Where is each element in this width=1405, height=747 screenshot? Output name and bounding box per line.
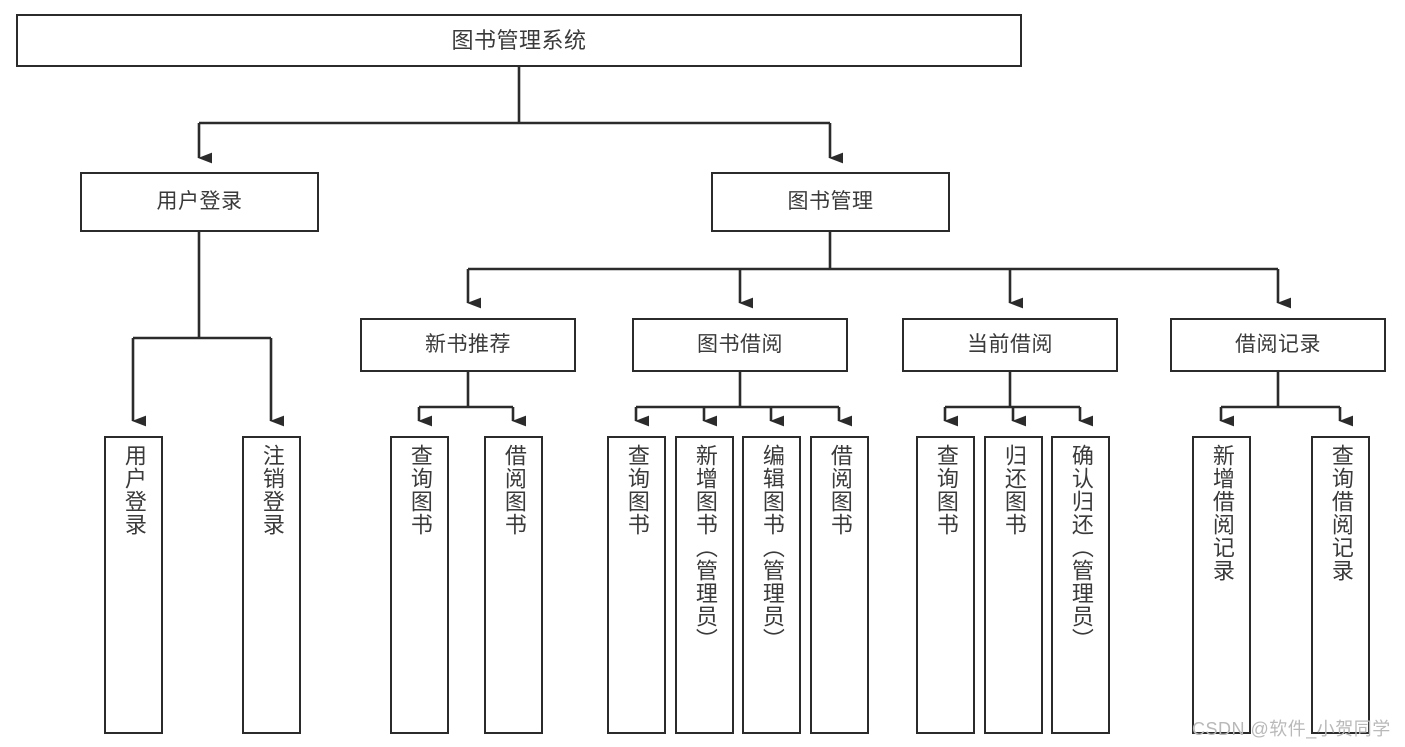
- leaf-label: 查询借阅记录: [1328, 444, 1354, 582]
- leaf-label: 查询图书: [407, 444, 433, 536]
- leaf-book-borrow-borrow[interactable]: 借阅图书: [810, 436, 869, 734]
- leaf-label: 查询图书: [933, 444, 959, 536]
- leaf-label: 借阅图书: [827, 444, 853, 536]
- leaf-label: 新增图书（管理员）: [692, 444, 718, 651]
- node-user-login-label: 用户登录: [156, 189, 243, 213]
- leaf-new-book-borrow[interactable]: 借阅图书: [484, 436, 543, 734]
- leaf-book-borrow-add[interactable]: 新增图书（管理员）: [675, 436, 734, 734]
- node-user-login[interactable]: 用户登录: [80, 172, 319, 232]
- leaf-label: 查询图书: [624, 444, 650, 536]
- leaf-new-book-query[interactable]: 查询图书: [390, 436, 449, 734]
- leaf-label: 确认归还（管理员）: [1068, 444, 1094, 651]
- leaf-book-borrow-query[interactable]: 查询图书: [607, 436, 666, 734]
- leaf-book-borrow-edit[interactable]: 编辑图书（管理员）: [742, 436, 801, 734]
- node-new-book-recommend[interactable]: 新书推荐: [360, 318, 576, 372]
- node-current-borrow-label: 当前借阅: [967, 332, 1053, 356]
- leaf-label: 注销登录: [259, 444, 285, 536]
- leaf-label: 归还图书: [1001, 444, 1027, 536]
- leaf-borrow-record-query[interactable]: 查询借阅记录: [1311, 436, 1370, 734]
- node-borrow-record[interactable]: 借阅记录: [1170, 318, 1386, 372]
- leaf-label: 借阅图书: [501, 444, 527, 536]
- leaf-label: 用户登录: [121, 444, 147, 536]
- node-root-book-management-system[interactable]: 图书管理系统: [16, 14, 1022, 67]
- node-current-borrow[interactable]: 当前借阅: [902, 318, 1118, 372]
- node-borrow-record-label: 借阅记录: [1235, 332, 1321, 356]
- leaf-label: 编辑图书（管理员）: [759, 444, 785, 651]
- node-root-label: 图书管理系统: [451, 27, 587, 53]
- leaf-user-login-logout[interactable]: 注销登录: [242, 436, 301, 734]
- node-book-management[interactable]: 图书管理: [711, 172, 950, 232]
- node-book-borrow[interactable]: 图书借阅: [632, 318, 848, 372]
- node-book-management-label: 图书管理: [787, 189, 874, 213]
- leaf-current-borrow-confirm-return[interactable]: 确认归还（管理员）: [1051, 436, 1110, 734]
- leaf-borrow-record-add[interactable]: 新增借阅记录: [1192, 436, 1251, 734]
- node-book-borrow-label: 图书借阅: [697, 332, 783, 356]
- leaf-current-borrow-query[interactable]: 查询图书: [916, 436, 975, 734]
- leaf-label: 新增借阅记录: [1209, 444, 1235, 582]
- node-new-book-recommend-label: 新书推荐: [425, 332, 511, 356]
- leaf-user-login-login[interactable]: 用户登录: [104, 436, 163, 734]
- csdn-watermark: CSDN @软件_小贺同学: [1192, 719, 1391, 739]
- leaf-current-borrow-return[interactable]: 归还图书: [984, 436, 1043, 734]
